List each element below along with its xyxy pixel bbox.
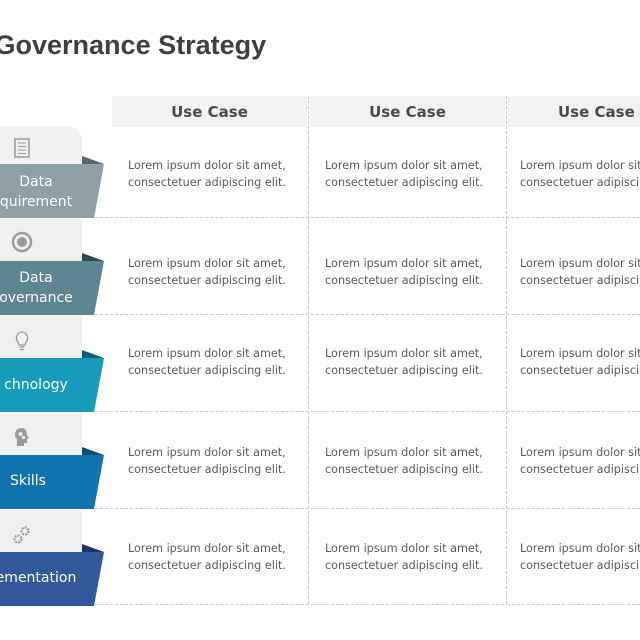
cell-text: Lorem ipsum dolor sit amet, — [520, 542, 640, 555]
cell-text: consectetuer adipiscing elit. — [325, 559, 483, 572]
cell-text: Lorem ipsum dolor sit amet, — [520, 446, 640, 459]
row-divider — [90, 411, 640, 412]
cell-text: consectetuer adipiscing elit. — [520, 364, 640, 377]
cell-text: Lorem ipsum dolor sit amet, — [128, 446, 286, 459]
row-divider — [90, 508, 640, 509]
cell-text: Lorem ipsum dolor sit amet, — [128, 347, 286, 360]
cell-text: consectetuer adipiscing elit. — [128, 364, 286, 377]
column-header-1: Use Case — [112, 96, 307, 127]
cell-text: Lorem ipsum dolor sit amet, — [325, 446, 483, 459]
cell-text: Lorem ipsum dolor sit amet, — [325, 542, 483, 555]
cell-text: Lorem ipsum dolor sit amet, — [325, 159, 483, 172]
cell-text: Lorem ipsum dolor sit amet, — [520, 347, 640, 360]
cell-text: consectetuer adipiscing elit. — [325, 176, 483, 189]
cell-text: consectetuer adipiscing elit. — [128, 176, 286, 189]
cell-text: Lorem ipsum dolor sit amet, — [128, 257, 286, 270]
cell-text: Lorem ipsum dolor sit amet, — [325, 347, 483, 360]
cell-text: Lorem ipsum dolor sit amet, — [520, 159, 640, 172]
page-title: a Governance Strategy — [0, 30, 267, 60]
cell-text: Lorem ipsum dolor sit amet, — [128, 542, 286, 555]
row-divider — [90, 217, 640, 218]
cell-text: consectetuer adipiscing elit. — [128, 274, 286, 287]
row-label-line1: Skills — [10, 473, 46, 489]
row-label-line1: Data — [19, 174, 53, 190]
cell-text: consectetuer adipiscing elit. — [128, 463, 286, 476]
column-header-3: Use Case — [508, 96, 640, 127]
cell-text: Lorem ipsum dolor sit amet, — [325, 257, 483, 270]
row-label-line2: quirement — [0, 194, 73, 210]
row-divider — [90, 604, 640, 605]
cell-text: consectetuer adipiscing elit. — [128, 559, 286, 572]
cell-text: Lorem ipsum dolor sit amet, — [520, 257, 640, 270]
cell-text: consectetuer adipiscing elit. — [325, 364, 483, 377]
cell-text: consectetuer adipiscing elit. — [520, 463, 640, 476]
column-header-2: Use Case — [310, 96, 505, 127]
grid-divider — [308, 96, 309, 604]
cell-text: consectetuer adipiscing elit. — [520, 274, 640, 287]
checklist-icon — [10, 136, 34, 160]
lightbulb-icon — [10, 330, 34, 354]
row-label-line1: chnology — [4, 377, 68, 393]
grid-divider — [506, 96, 507, 604]
cell-text: consectetuer adipiscing elit. — [325, 274, 483, 287]
row-divider — [90, 314, 640, 315]
row-label-line1: ementation — [0, 570, 77, 586]
cell-text: Lorem ipsum dolor sit amet, — [128, 159, 286, 172]
gears-icon — [10, 523, 34, 547]
cell-text: consectetuer adipiscing elit. — [520, 176, 640, 189]
cell-text: consectetuer adipiscing elit. — [520, 559, 640, 572]
gear-circle-icon — [10, 230, 34, 254]
cell-text: consectetuer adipiscing elit. — [325, 463, 483, 476]
head-gears-icon — [10, 425, 34, 449]
row-label-line1: Data — [19, 270, 53, 286]
row-label-line2: overnance — [0, 290, 73, 306]
